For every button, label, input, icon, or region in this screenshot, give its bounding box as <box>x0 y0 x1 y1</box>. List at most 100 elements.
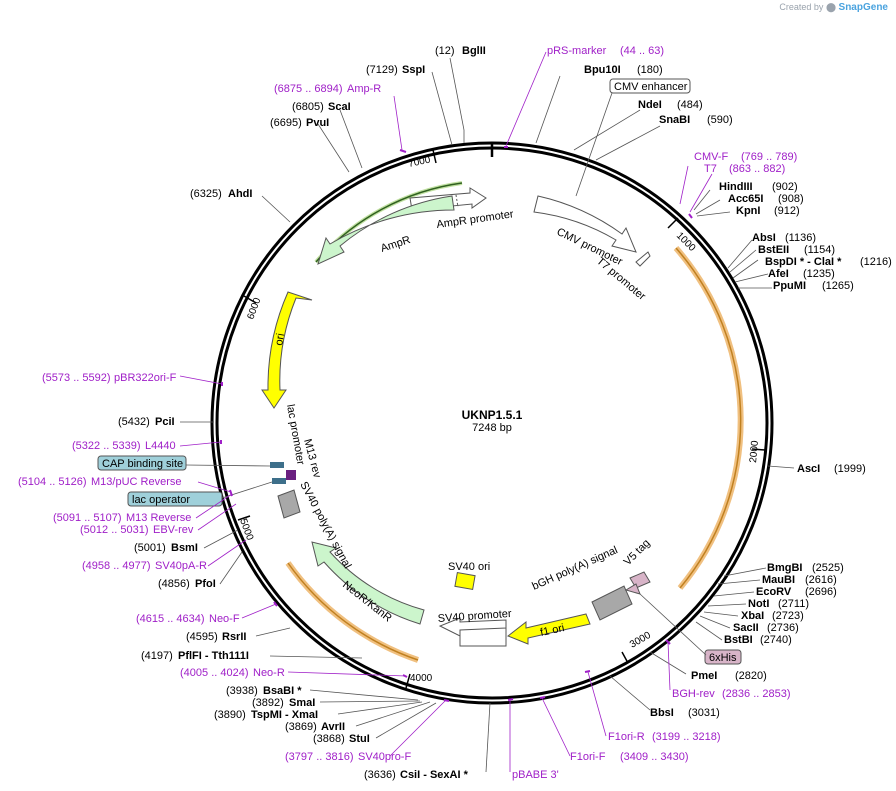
feature-6xhis-mark <box>624 583 641 595</box>
feature-ampr[interactable] <box>317 195 455 265</box>
enzyme-bsabi[interactable]: BsaBI * <box>263 685 302 697</box>
tick-label-4000: 4000 <box>410 673 433 684</box>
feature-neor-kanr[interactable] <box>311 541 425 625</box>
enzyme-smai[interactable]: SmaI <box>289 697 315 709</box>
enzyme-scai[interactable]: ScaI <box>328 101 351 113</box>
feature-bgh-polya[interactable] <box>591 585 633 621</box>
primer-coord-m13-puc-reverse: (5104 .. 5126) <box>18 476 87 488</box>
enzyme-bsteii[interactable]: BstEII <box>758 244 789 256</box>
primer-ebv-rev[interactable]: EBV-rev <box>153 524 194 536</box>
label-cmv-enhancer[interactable]: CMV enhancer <box>614 81 688 93</box>
enzyme-stui[interactable]: StuI <box>349 733 370 745</box>
enzyme-pmei[interactable]: PmeI <box>691 670 717 682</box>
label-cap-binding-site[interactable]: CAP binding site <box>102 458 183 470</box>
enzyme-bpu10i[interactable]: Bpu10I <box>584 64 621 76</box>
feature-cmv-promoter[interactable] <box>533 195 637 253</box>
enzyme-bglii[interactable]: BglII <box>462 45 486 57</box>
primer-neo-f[interactable]: Neo-F <box>209 613 240 625</box>
feature-t7-promoter[interactable] <box>635 251 651 267</box>
primer-prs-marker[interactable]: pRS-marker <box>547 45 607 57</box>
enzyme-hindiii[interactable]: HindIII <box>719 181 753 193</box>
primer-l4440[interactable]: L4440 <box>145 440 176 452</box>
feature-f1-ori[interactable] <box>507 613 591 645</box>
feature-ori[interactable] <box>261 291 313 409</box>
enzyme-bbsi[interactable]: BbsI <box>650 707 674 719</box>
enzyme-pfoi[interactable]: PfoI <box>195 578 216 590</box>
primer-m13-puc-reverse[interactable]: M13/pUC Reverse <box>91 476 181 488</box>
primer-pbr322ori-f[interactable]: pBR322ori-F <box>114 372 177 384</box>
primer-bgh-rev[interactable]: BGH-rev <box>672 688 715 700</box>
primer-coord-neo-f: (4615 .. 4634) <box>136 613 205 625</box>
coord-noti: (2711) <box>778 598 809 610</box>
feature-cap-binding-site[interactable] <box>270 462 284 468</box>
enzyme-maubi[interactable]: MauBI <box>762 574 795 586</box>
coord-rsrii: (4595) <box>186 631 218 643</box>
primer-m13-reverse[interactable]: M13 Reverse <box>126 512 191 524</box>
enzyme-asci[interactable]: AscI <box>797 463 820 475</box>
enzyme-ndei[interactable]: NdeI <box>638 99 662 111</box>
feature-sv40-polya[interactable] <box>277 489 301 519</box>
enzyme-ecorv[interactable]: EcoRV <box>756 586 792 598</box>
primer-coord-f1ori-f: (3409 .. 3430) <box>620 751 689 763</box>
primer-labels: pRS-marker (44 .. 63) (6875 .. 6894) Amp… <box>18 45 797 781</box>
enzyme-noti[interactable]: NotI <box>748 598 769 610</box>
enzyme-afei[interactable]: AfeI <box>768 268 789 280</box>
enzyme-avrii[interactable]: AvrII <box>321 721 345 733</box>
primer-coord-l4440: (5322 .. 5339) <box>72 440 141 452</box>
enzyme-tspmi[interactable]: TspMI - XmaI <box>251 709 318 721</box>
tick-label-2000: 2000 <box>748 440 761 464</box>
enzyme-pcii[interactable]: PciI <box>155 416 175 428</box>
enzyme-sspi[interactable]: SspI <box>402 64 425 76</box>
enzyme-csii[interactable]: CsiI - SexAI * <box>400 769 469 781</box>
primer-f1ori-r[interactable]: F1ori-R <box>608 731 645 743</box>
coord-avrii: (3869) <box>285 721 317 733</box>
enzyme-bmgbi[interactable]: BmgBI <box>767 562 802 574</box>
label-6xhis[interactable]: 6xHis <box>709 652 737 664</box>
label-lac-operator[interactable]: lac operator <box>132 494 190 506</box>
enzyme-absi[interactable]: AbsI <box>752 232 776 244</box>
enzyme-acc65i[interactable]: Acc65I <box>728 193 763 205</box>
primer-coord-sv40pro-f: (3797 .. 3816) <box>285 751 354 763</box>
tick-6000 <box>243 295 257 304</box>
enzyme-bspdi[interactable]: BspDI * - ClaI * <box>765 256 842 268</box>
enzyme-bsmi[interactable]: BsmI <box>171 542 198 554</box>
primer-coord-cmv-f: (769 .. 789) <box>741 151 797 163</box>
enzyme-kpni[interactable]: KpnI <box>736 205 760 217</box>
feature-sv40-ori[interactable] <box>454 571 476 591</box>
label-ampr: AmpR <box>379 234 412 255</box>
coord-scai: (6805) <box>292 101 324 113</box>
primer-t7[interactable]: T7 <box>704 163 717 175</box>
enzyme-pfifi[interactable]: PflFI - Tth111I <box>178 650 249 662</box>
coord-sacii: (2736) <box>767 622 799 634</box>
tick-5000 <box>237 515 251 521</box>
primer-cmv-f[interactable]: CMV-F <box>694 151 729 163</box>
enzyme-snabi[interactable]: SnaBI <box>659 114 690 126</box>
primer-sv40pro-f[interactable]: SV40pro-F <box>358 751 411 763</box>
primer-amp-r[interactable]: Amp-R <box>347 83 381 95</box>
enzyme-ahdi[interactable]: AhdI <box>228 188 252 200</box>
coord-ppumi: (1265) <box>822 280 854 292</box>
enzyme-sacii[interactable]: SacII <box>733 622 759 634</box>
label-bgh-polya: bGH poly(A) signal <box>530 544 619 593</box>
snapgene-logo-icon: ⬤ <box>825 2 837 12</box>
coord-xbai: (2723) <box>772 610 804 622</box>
enzyme-rsrii[interactable]: RsrII <box>222 631 246 643</box>
coord-snabi: (590) <box>707 114 733 126</box>
coord-ahdi: (6325) <box>190 188 222 200</box>
coord-bmgbi: (2525) <box>812 562 844 574</box>
primer-sv40pa-r[interactable]: SV40pA-R <box>155 560 207 572</box>
enzyme-xbai[interactable]: XbaI <box>741 610 764 622</box>
feature-m13-rev <box>286 470 296 480</box>
primer-coord-ebv-rev: (5012 .. 5031) <box>80 524 149 536</box>
primer-pbabe3[interactable]: pBABE 3' <box>512 769 559 781</box>
enzyme-ppumi[interactable]: PpuMI <box>773 280 806 292</box>
label-sv40-promoter: SV40 promoter <box>437 608 512 625</box>
enzyme-bstbi[interactable]: BstBI <box>724 634 753 646</box>
feature-lac-operator[interactable] <box>272 478 286 484</box>
orf-highlights <box>285 181 744 663</box>
enzyme-pvui[interactable]: PvuI <box>306 117 329 129</box>
primer-f1ori-f[interactable]: F1ori-F <box>570 751 606 763</box>
primer-neo-r[interactable]: Neo-R <box>253 667 285 679</box>
boxed-labels: CMV enhancer CAP binding site lac operat… <box>97 78 742 665</box>
coord-bpu10i: (180) <box>637 64 663 76</box>
